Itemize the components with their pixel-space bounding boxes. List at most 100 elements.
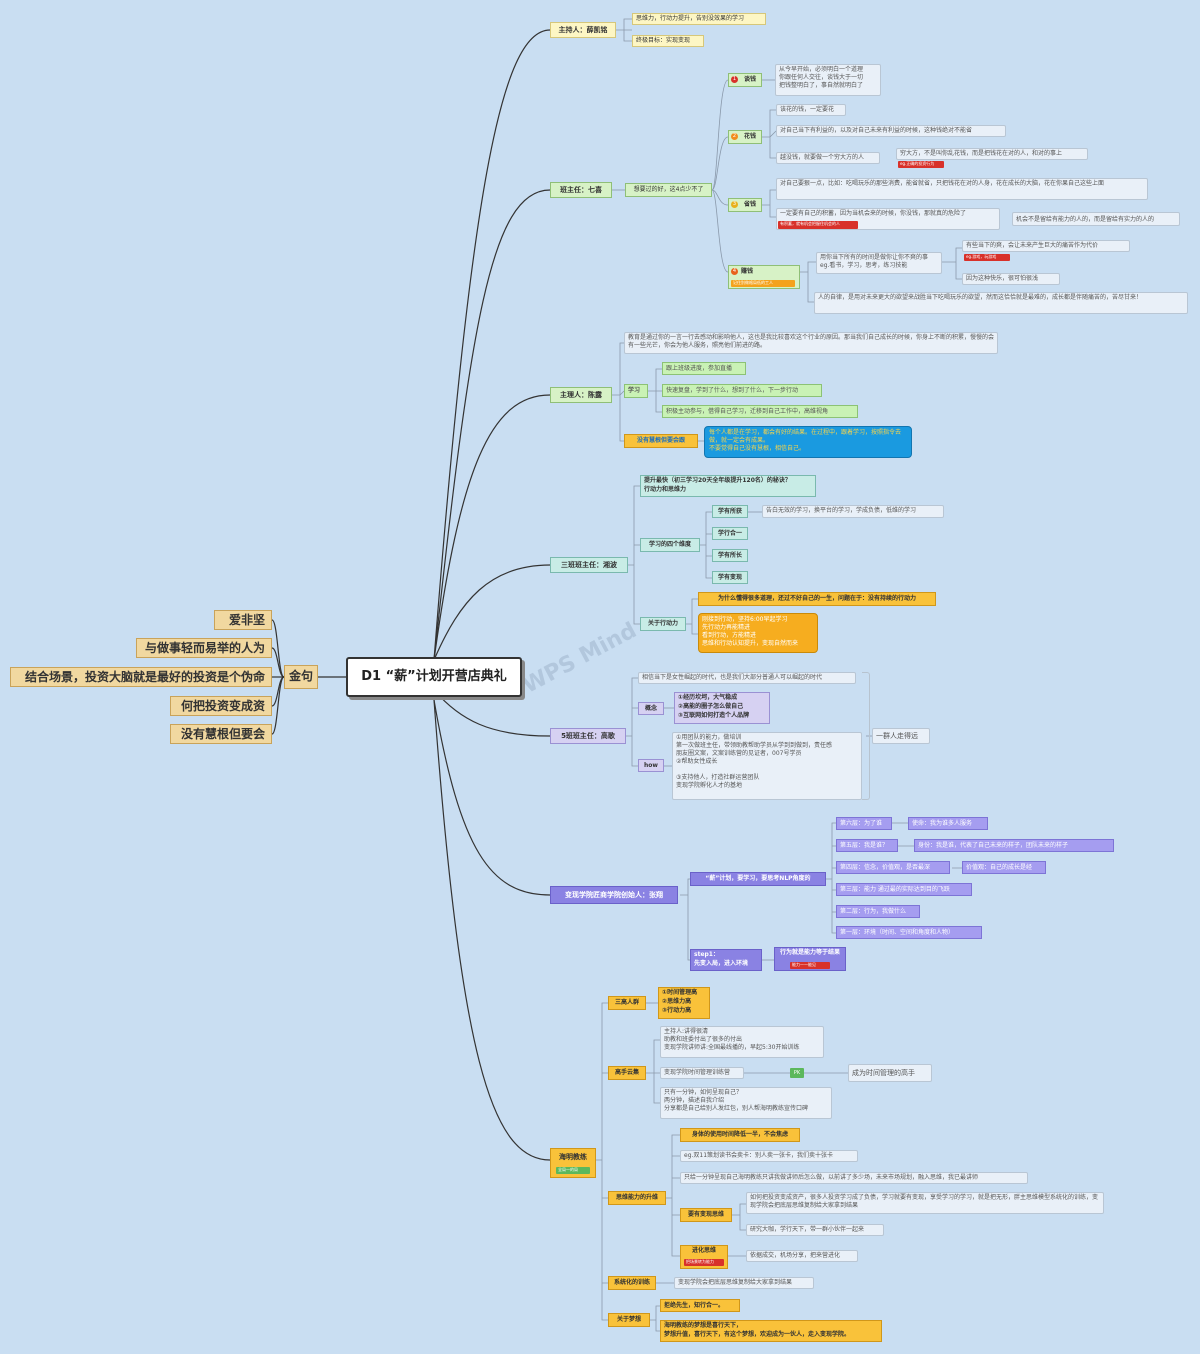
- concept-note: ①经历坎坷，大气稳成 ②高能的圈子怎么做自己 ③互联网如何打造个人品牌: [674, 692, 770, 724]
- level-5[interactable]: 第五层：我是谁？: [836, 839, 898, 852]
- masters-node[interactable]: 高手云集: [608, 1066, 646, 1080]
- monetize-thinking-node[interactable]: 要有变现思维: [680, 1208, 732, 1222]
- level-2[interactable]: 第二层：行为，我做什么: [836, 905, 920, 918]
- class3-question[interactable]: 提升最快（初三学习20天全年级提升120名）的秘诀？ 行动力和思维力: [640, 475, 816, 497]
- level-4-note: 价值观：自己的成长是经: [962, 861, 1046, 874]
- save-tag: 有积蓄，就有机会把握住机会的人: [778, 221, 858, 229]
- dimension-note: 告白无效的学习，换平台的学习，学成负债，低维的学习: [762, 505, 944, 518]
- monetize-note: 研究大咖，学行天下，带一群小伙伴一起来: [746, 1224, 884, 1236]
- level-5-note: 身份：我是谁，代表了自己未来的样子，团队未来的样子: [914, 839, 1114, 852]
- save-note: 机会不是留给有能力的人的，而是留给有实力的人的: [1012, 212, 1180, 226]
- earn-note: 有些当下的爽，会让未来产生巨大的痛苦作为代价: [962, 240, 1130, 252]
- class5-intro: 相信当下是女性崛起的时代，也是我们大部分普通人可以崛起的时代: [638, 672, 856, 684]
- behavior-label: 行为就是能力等于结果: [779, 949, 840, 956]
- action-note: 刚接到行动，坚持6:00早起学习 先行动力再能精进 看到行动，方能精进 思维和行…: [698, 613, 818, 653]
- dream-item: 海明教练的梦想是喜行天下， 梦想升值，喜行天下，有这个梦想，欢迎成为一伙人，走入…: [660, 1320, 882, 1342]
- spend-note: 穷大方，不是叫你乱花钱，而是把钱花在对的人，和对的事上: [896, 148, 1088, 160]
- dimension-item[interactable]: 学有所获: [712, 505, 748, 518]
- dream-node[interactable]: 关于梦想: [608, 1313, 650, 1327]
- three-high-node[interactable]: 三高人群: [608, 996, 646, 1010]
- number-3-icon: 3: [731, 201, 738, 208]
- how-note: ①用团队的能力，做培训 第一次做班主任，带领助教帮助学员从学到到做到，责任感 朋…: [672, 732, 862, 800]
- level-6[interactable]: 第六层：为了谁: [836, 817, 892, 830]
- talk-money-label: 谈钱: [743, 76, 756, 83]
- masters-note: 成为时间管理的高手: [848, 1064, 932, 1082]
- dimension-item[interactable]: 学有变现: [712, 571, 748, 584]
- pk-badge: PK: [790, 1068, 804, 1078]
- manager-title[interactable]: 主理人：陈露: [550, 387, 612, 403]
- spend-note: 该花的钱，一定要花: [776, 104, 846, 116]
- root-title[interactable]: D1 “薪”计划开营店典礼: [346, 657, 522, 697]
- quote-item[interactable]: 爱非坚持: [214, 610, 272, 630]
- level-4[interactable]: 第四层：信念，价值观，是否最深: [836, 861, 950, 874]
- thinking-upgrade-node[interactable]: 思维能力的升维: [608, 1191, 666, 1205]
- how-node[interactable]: how: [638, 759, 664, 772]
- save-note: 对自己要狠一点，比如：吃喝玩乐的那些消费，能省就省，只把钱花在对的人身，花在成长…: [776, 178, 1148, 200]
- study-dimensions-node[interactable]: 学习的四个维度: [640, 538, 700, 552]
- number-4-icon: 4: [731, 268, 738, 275]
- earn-money-label: 赚钱: [741, 268, 754, 275]
- salary-plan-node[interactable]: “薪”计划，要学习，要思考NLP角度的: [690, 872, 826, 886]
- systematic-training-note: 变现学院会把底层思维复制给大家拿到结果: [674, 1277, 814, 1289]
- spend-money-label: 花钱: [743, 133, 756, 140]
- coach-tag: 全局一的局: [556, 1167, 590, 1174]
- level-1[interactable]: 第一层：环境（时间、空间和角度和人物）: [836, 926, 982, 939]
- spend-tag: eg.正确的投资行为: [898, 161, 944, 168]
- quote-item[interactable]: 与做事轻而易举的人为伴: [136, 638, 272, 658]
- quotes-hub[interactable]: 金句: [284, 665, 318, 689]
- main-branches: [271, 29, 551, 1161]
- thinking-item: eg.双11策划读书会卖卡：别人卖一张卡，我们卖十张卡: [680, 1150, 858, 1162]
- spend-note: 对自己当下有利益的，以及对自己未来有利益的时候，这种钱绝对不能省: [776, 125, 1006, 137]
- study-node[interactable]: 学习: [624, 384, 648, 398]
- level-6-note: 使命：我为谁多人服务: [908, 817, 988, 830]
- earn-note: 因为这种快乐，很可怕很浅: [962, 273, 1060, 285]
- class3-title[interactable]: 三班班主任：湘波: [550, 557, 628, 573]
- teacher-title[interactable]: 班主任：七喜: [550, 182, 612, 198]
- earn-note: 人的自律，是用对未来更大的欲望来战胜当下吃喝玩乐的欲望，然而这恰恰就是最难的，成…: [814, 292, 1188, 314]
- masters-note: 主持人:讲得很清 助教和班委付出了很多的付出 变现学院讲师讲:全国最线播的，早起…: [660, 1026, 824, 1058]
- step1-node[interactable]: step1： 先变入局，进入环境: [690, 949, 762, 971]
- study-item[interactable]: 跟上班级进度，参加直播: [662, 362, 746, 375]
- evolve-tag: 把场景转为能力: [684, 1259, 724, 1266]
- monetize-note: 如何把投资变成资产，很多人投资学习成了负债，学习就要有变现，享受学习的学习，就是…: [746, 1192, 1104, 1214]
- level-3[interactable]: 第三层：能力 通过最的实际达到目的飞跃: [836, 883, 972, 896]
- thinking-item: 身体的使用时间降低一半，不会焦虑: [680, 1128, 800, 1142]
- talk-money-note: 从今早开始，必须明白一个道理 你跟任何人交往，谈钱大于一切 把钱整明白了，事自然…: [775, 64, 881, 96]
- dimension-item[interactable]: 学有所长: [712, 549, 748, 562]
- host-note[interactable]: 终极目标：实现变现: [632, 35, 704, 47]
- systematic-training-node[interactable]: 系统化的训练: [608, 1276, 656, 1290]
- dimension-item[interactable]: 学行合一: [712, 527, 748, 540]
- behavior-tag: 能力一一能见: [790, 962, 830, 969]
- host-note[interactable]: 思维力，行动力提升，告别没效果的学习: [632, 13, 766, 25]
- spend-note: 越没钱，就要做一个穷大方的人: [776, 152, 880, 164]
- study-item[interactable]: 快速复盘，学到了什么，想到了什么，下一步行动: [662, 384, 822, 397]
- action-why: 为什么懂得很多道理，还过不好自己的一生，问题在于：没有持续的行动力: [698, 592, 936, 606]
- three-high-note: ①时间管理高 ②思维力高 ③行动力高: [658, 987, 710, 1019]
- earn-tag: eg.游戏，玩游戏: [964, 254, 1010, 261]
- host-title[interactable]: 主持人：薛凯铭: [550, 22, 616, 38]
- earn-tag: 记住别做格局低的工人: [731, 280, 795, 287]
- founder-title[interactable]: 变现学院匠商学院创始人：张翔: [550, 886, 678, 904]
- thinking-item: 只给一分钟呈现自己海明教练只讲我做讲师后怎么做，以前讲了多少场，未来市场规划，融…: [680, 1172, 1028, 1184]
- number-2-icon: 2: [731, 133, 738, 140]
- wisdom-note: 每个人都是在学习，都会有好的结果。在过程中，跟着学习，按照指令去做，就一定会有成…: [704, 426, 912, 458]
- quote-item[interactable]: 结合场景，投资大脑就是最好的投资是个伪命题。: [10, 667, 272, 687]
- earn-note: 用你当下所有的时间是做你让你不爽的事 eg.看书，学习，思考，练习技能: [816, 252, 942, 274]
- quote-item[interactable]: 何把投资变成资产: [170, 696, 272, 716]
- masters-note: 变现学院时间管理训练营: [660, 1067, 744, 1079]
- study-item[interactable]: 积极主动参与，借得自己学习，迁移到自己工作中，高维视角: [662, 405, 858, 418]
- concept-node[interactable]: 概念: [638, 702, 664, 715]
- save-money-label: 省钱: [743, 201, 756, 208]
- coach-title-label: 海明教练: [559, 1153, 587, 1161]
- evolve-note: 依据成交，机场分享，把来营进化: [746, 1250, 858, 1262]
- number-1-icon: 1: [731, 76, 738, 83]
- teacher-hub[interactable]: 想要过的好，这4点少不了: [625, 183, 712, 197]
- wisdom-node[interactable]: 没有慧根但要会跟: [624, 434, 698, 448]
- quote-item[interactable]: 没有慧根但要会跟: [170, 724, 272, 744]
- manager-intro: 教育是通过你的一言一行去感动和影响他人，这也是我比较喜欢这个行业的原因。那当我们…: [624, 332, 998, 354]
- group-bracket: [862, 672, 870, 800]
- class5-title[interactable]: 5班班主任：高歌: [550, 728, 626, 744]
- action-node[interactable]: 关于行动力: [640, 617, 686, 631]
- masters-note: 只有一分钟，如何呈现自己？ 两分钟，描述自我介绍 分享都是自己给别人发红包，别人…: [660, 1087, 832, 1119]
